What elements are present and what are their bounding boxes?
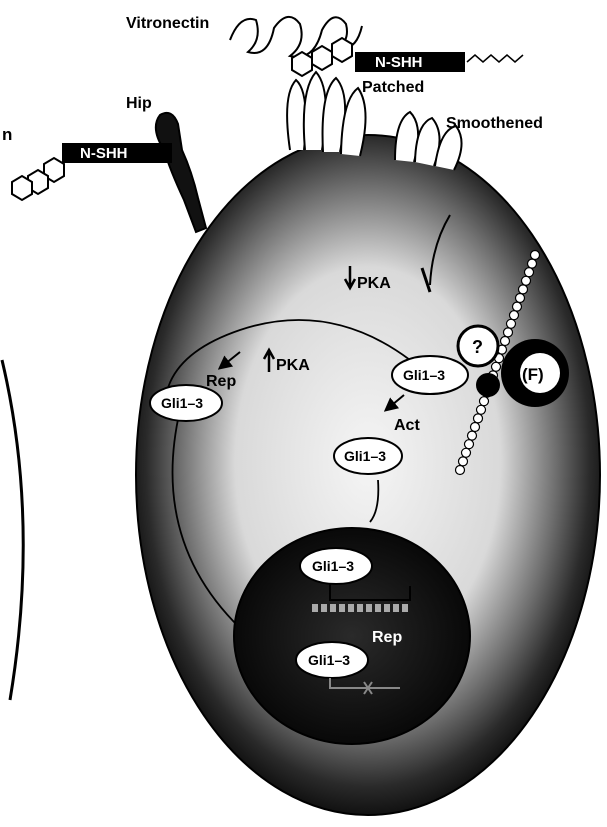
microtubule-bead [492,362,501,371]
microtubule-bead [459,457,468,466]
question-mark: ? [472,337,483,357]
small-dark-protein [476,373,500,397]
microtubule-bead [465,440,474,449]
nshh-tail-right [467,55,523,62]
microtubule-bead [504,328,513,337]
microtubule-bead [525,268,534,277]
f-protein: (F) [501,339,569,407]
microtubule-bead [531,251,540,260]
microtubule-bead [501,337,510,346]
f-label: (F) [522,365,544,384]
edge-label-n: n [2,125,12,144]
microtubule-bead [519,285,528,294]
nshh-label-left: N-SHH [80,145,128,162]
hip-receptor [156,113,206,232]
microtubule-bead [468,431,477,440]
vitronectin-label: Vitronectin [126,15,209,32]
gli-nucleus-top: Gli1–3 [300,548,372,584]
microtubule-bead [513,302,522,311]
microtubule-bead [522,276,531,285]
microtubule-bead [456,466,465,475]
nshh-hexagons-left [12,158,64,200]
gli-right-text: Gli1–3 [403,367,445,383]
gli-middle: Gli1–3 [334,438,402,474]
microtubule-bead [516,294,525,303]
neighbor-cell-edge [2,360,23,700]
hip-label: Hip [126,95,152,112]
microtubule-bead [507,319,516,328]
microtubule-bead [480,397,489,406]
microtubule-bead [474,414,483,423]
act-label: Act [394,417,420,434]
gli-left-text: Gli1–3 [161,395,203,411]
question-protein: ? [458,326,498,366]
gli-left: Gli1–3 [150,385,222,421]
patched-label: Patched [362,79,424,96]
gli-nucleus-bottom-text: Gli1–3 [308,652,350,668]
nshh-label-right: N-SHH [375,54,423,71]
patched-hexagons [292,38,352,76]
gli-nucleus-top-text: Gli1–3 [312,558,354,574]
microtubule-bead [528,259,537,268]
smoothened-label: Smoothened [446,115,543,132]
pka-cycle-label: PKA [276,357,310,374]
microtubule-bead [477,405,486,414]
gli-right: Gli1–3 [392,356,468,394]
microtubule-bead [471,423,480,432]
gli-middle-text: Gli1–3 [344,448,386,464]
rep-top-label: Rep [206,373,236,390]
gli-nucleus-bottom: Gli1–3 [296,642,368,678]
pka-inhibit-label: PKA [357,275,391,292]
microtubule-bead [462,448,471,457]
microtubule-bead [510,311,519,320]
rep-nucleus-label: Rep [372,629,402,646]
